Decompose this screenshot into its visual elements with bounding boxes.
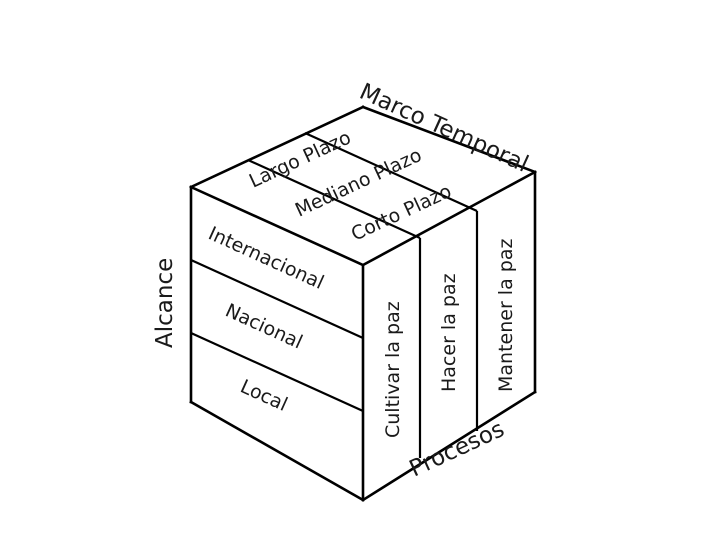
right-band-label-cultivar-la-paz: Cultivar la paz [382,301,404,438]
front-face-dividers [190,258,364,413]
right-face-dividers [418,211,479,458]
front-face [191,187,363,500]
right-face-labels: Cultivar la paz Hacer la paz Mantener la… [382,239,517,438]
axis-label-alcance: Alcance [152,258,178,348]
edge-top-back-right [361,105,537,174]
front-divider-2 [190,331,364,413]
top-divider-1 [247,158,421,240]
top-face-dividers [247,131,478,240]
edge-front-bottom [189,400,365,502]
front-divider-1 [190,258,364,340]
right-band-label-hacer-la-paz: Hacer la paz [438,273,460,392]
edge-top-left-back [189,105,365,189]
edge-right-bottom [361,390,537,502]
edge-top-right-front [361,170,537,267]
right-band-label-mantener-la-paz: Mantener la paz [495,239,517,392]
cube-outer-edges [189,105,537,502]
edge-front-top [189,185,365,267]
top-divider-2 [304,131,478,213]
